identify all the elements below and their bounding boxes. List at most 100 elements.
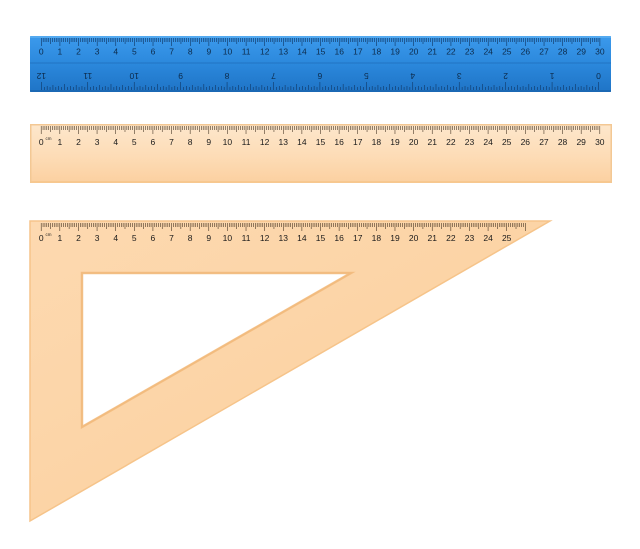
- cm-label: 8: [188, 137, 193, 147]
- cm-label: 1: [58, 47, 63, 57]
- cm-label: 12: [260, 233, 270, 243]
- cm-label: 0: [39, 233, 44, 243]
- cm-label: 15: [316, 47, 326, 57]
- cm-label: 17: [353, 233, 363, 243]
- cm-label: 9: [206, 137, 211, 147]
- cm-label: 17: [353, 137, 363, 147]
- cm-label: 18: [372, 137, 382, 147]
- cm-label: 7: [169, 233, 174, 243]
- cm-label: 10: [223, 47, 233, 57]
- blue-ruler-body: [30, 36, 611, 92]
- inch-label: 0: [596, 71, 601, 81]
- cm-label: 20: [409, 137, 419, 147]
- inch-label: 3: [457, 71, 462, 81]
- cm-label: 3: [95, 137, 100, 147]
- cm-label: 12: [260, 137, 270, 147]
- inch-label: 9: [178, 71, 183, 81]
- cm-label: 12: [260, 47, 270, 57]
- cm-label: 18: [372, 233, 382, 243]
- cm-label: 4: [113, 137, 118, 147]
- inch-label: 2: [503, 71, 508, 81]
- cm-label: 28: [558, 137, 568, 147]
- cm-label: 26: [521, 47, 531, 57]
- cm-label: 25: [502, 233, 512, 243]
- cm-label: 23: [465, 137, 475, 147]
- cm-label: 30: [595, 47, 605, 57]
- cm-label: 5: [132, 47, 137, 57]
- cm-label: 29: [576, 137, 586, 147]
- cm-label: 9: [206, 233, 211, 243]
- cm-label: 10: [223, 233, 233, 243]
- cm-label: 21: [427, 137, 437, 147]
- cm-label: 1: [57, 233, 62, 243]
- cm-label: 3: [95, 233, 100, 243]
- cm-label: 6: [151, 233, 156, 243]
- inch-label: 6: [317, 71, 322, 81]
- cm-label: 2: [76, 47, 81, 57]
- cm-label: 11: [242, 233, 251, 243]
- inch-label: 11: [83, 71, 92, 81]
- cm-label: 5: [132, 233, 137, 243]
- cm-label: 15: [316, 233, 326, 243]
- cm-label: 25: [502, 137, 512, 147]
- cm-label: 17: [353, 47, 363, 57]
- cm-label: 8: [188, 233, 193, 243]
- cm-label: 11: [242, 47, 251, 57]
- cm-label: 27: [539, 47, 549, 57]
- cm-label: 24: [483, 47, 493, 57]
- cm-label: 2: [76, 137, 81, 147]
- cm-label: 20: [409, 233, 419, 243]
- cm-label: 0: [39, 137, 44, 147]
- cm-label: 26: [521, 137, 531, 147]
- cm-label: 11: [242, 137, 251, 147]
- cm-label: 3: [95, 47, 100, 57]
- cm-label: 7: [169, 137, 174, 147]
- cm-label: 4: [113, 47, 118, 57]
- cm-label: 22: [446, 47, 456, 57]
- cm-label: 23: [465, 47, 475, 57]
- cm-label: 19: [390, 47, 400, 57]
- cm-label: 29: [577, 47, 587, 57]
- cm-label: 15: [316, 137, 326, 147]
- cm-label: 13: [279, 137, 289, 147]
- cm-label: 4: [113, 233, 118, 243]
- cm-label: 13: [279, 47, 289, 57]
- cm-label: 16: [334, 233, 344, 243]
- cm-label: 27: [539, 137, 549, 147]
- cm-label: 18: [372, 47, 382, 57]
- inch-label: 5: [364, 71, 369, 81]
- inch-label: 7: [271, 71, 276, 81]
- inch-label: 10: [129, 71, 139, 81]
- set-square-unit-mark: cm: [46, 232, 52, 237]
- cm-label: 6: [151, 47, 156, 57]
- cm-label: 21: [428, 47, 438, 57]
- inch-label: 1: [549, 71, 554, 81]
- cm-label: 6: [151, 137, 156, 147]
- cm-label: 22: [446, 137, 456, 147]
- inch-label: 12: [36, 71, 46, 81]
- cm-label: 10: [223, 137, 233, 147]
- cm-label: 13: [279, 233, 289, 243]
- cream-ruler-body: [30, 124, 612, 183]
- cm-label: 24: [483, 137, 493, 147]
- set-square-body: [29, 220, 553, 523]
- cm-label: 9: [207, 47, 212, 57]
- cm-label: 16: [334, 137, 344, 147]
- cm-label: 7: [169, 47, 174, 57]
- cm-label: 5: [132, 137, 137, 147]
- inch-label: 4: [410, 71, 415, 81]
- cm-label: 22: [446, 233, 456, 243]
- cm-label: 30: [595, 137, 605, 147]
- set-square-ticks: [40, 223, 526, 231]
- cm-label: 25: [502, 47, 512, 57]
- cm-label: 16: [334, 47, 344, 57]
- cm-label: 14: [297, 233, 307, 243]
- cm-label: 21: [427, 233, 437, 243]
